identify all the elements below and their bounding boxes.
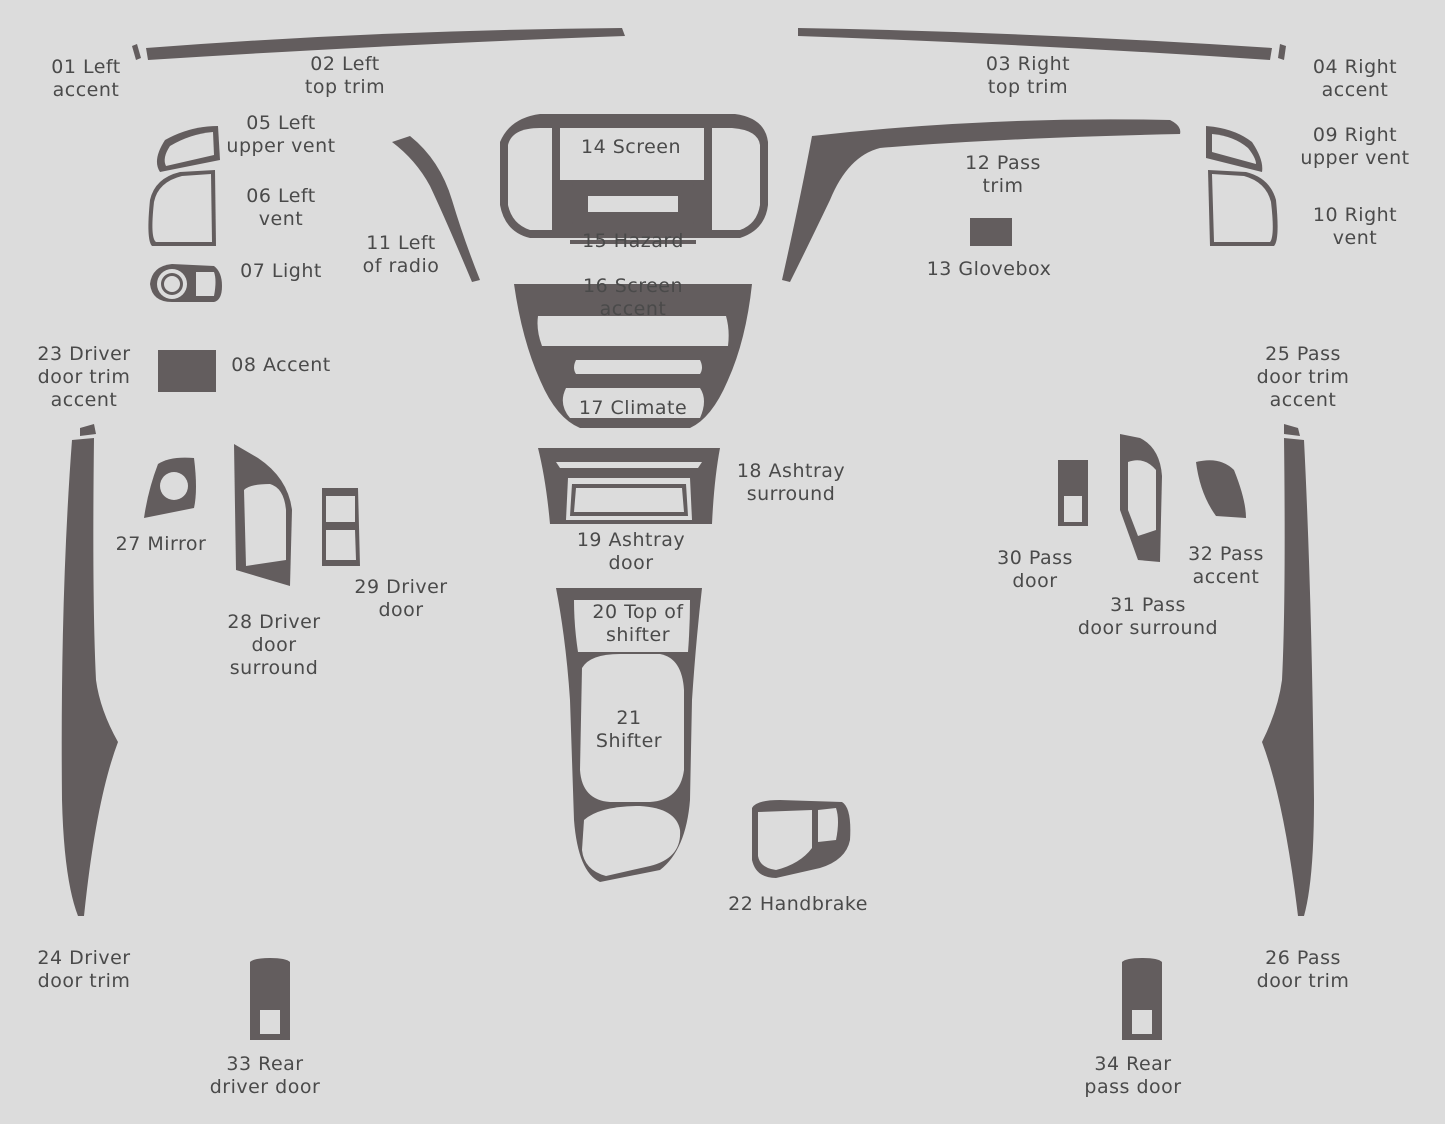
part-13-glovebox — [970, 218, 1012, 246]
label-27: 27 Mirror — [115, 533, 207, 555]
label-08: 08 Accent — [231, 354, 331, 376]
part-02-left-top-trim — [146, 28, 625, 60]
part-11-left-of-radio — [392, 136, 480, 282]
part-01-left-accent — [132, 44, 141, 60]
part-26-pass-door-trim — [1262, 438, 1314, 916]
part-08-accent — [158, 350, 216, 392]
label-15: 15 Hazard — [582, 230, 684, 252]
label-14: 14 Screen — [580, 136, 682, 158]
part-04-right-accent — [1278, 44, 1286, 60]
label-07: 07 Light — [240, 260, 322, 282]
label-22: 22 Handbrake — [728, 893, 868, 915]
part-25-pass-door-trim-accent — [1284, 424, 1300, 436]
part-12-pass-trim — [782, 119, 1181, 282]
part-21-shifter — [580, 654, 684, 802]
label-13: 13 Glovebox — [926, 258, 1052, 280]
part-32-pass-accent — [1196, 460, 1246, 518]
part-23-driver-door-trim-accent — [80, 424, 96, 436]
label-17: 17 Climate — [578, 397, 688, 419]
part-17-climate — [562, 388, 704, 418]
part-24-driver-door-trim — [61, 438, 118, 916]
part-03-right-top-trim — [798, 28, 1272, 60]
